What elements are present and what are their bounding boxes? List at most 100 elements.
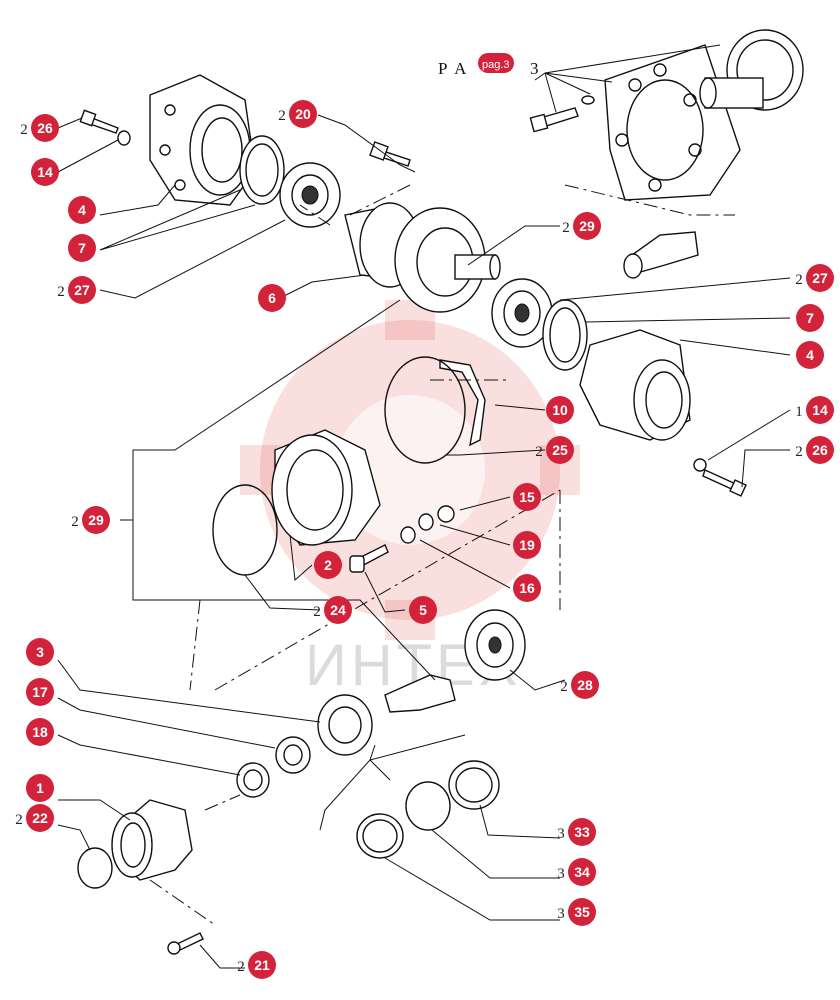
callout-badge[interactable] [796,304,824,332]
callout-badge[interactable] [26,678,54,706]
callout-1[interactable]: 1 [26,774,54,802]
callout-badge[interactable] [26,774,54,802]
callout-number[interactable]: 10 [552,402,568,418]
callout-number[interactable]: 7 [806,310,814,326]
callout-18[interactable]: 18 [26,718,54,746]
callout-badge[interactable] [26,638,54,666]
callout-badge[interactable] [409,596,437,624]
reference-badge-text[interactable]: pag.3 [482,59,510,71]
callout-number[interactable]: 19 [519,537,535,553]
callout-badge[interactable] [571,671,599,699]
callout-badge[interactable] [806,264,834,292]
spacer-ring-34 [405,781,451,831]
callout-number[interactable]: 22 [32,810,48,826]
callout-number[interactable]: 6 [268,290,276,306]
reference-badge[interactable] [478,53,514,73]
callout-badge[interactable] [513,574,541,602]
callout-number[interactable]: 33 [574,824,590,840]
callout-number[interactable]: 14 [37,164,53,180]
callout-badge[interactable] [573,212,601,240]
callout-7[interactable]: 7 [68,234,96,262]
callout-badge[interactable] [31,114,59,142]
callout-badge[interactable] [289,100,317,128]
callout-number[interactable]: 28 [577,677,593,693]
callout-14[interactable]: 14 [31,158,59,186]
callout-badge[interactable] [68,276,96,304]
callout-number[interactable]: 27 [812,270,828,286]
callout-number[interactable]: 25 [552,442,568,458]
callout-badge[interactable] [546,436,574,464]
callout-5[interactable]: 5 [409,596,437,624]
callout-15[interactable]: 15 [513,483,541,511]
callout-badge[interactable] [513,531,541,559]
callout-badge[interactable] [68,234,96,262]
callout-7[interactable]: 7 [796,304,824,332]
callout-badge[interactable] [568,858,596,886]
callout-badge[interactable] [31,158,59,186]
callout-number[interactable]: 4 [806,347,814,363]
callout-19[interactable]: 19 [513,531,541,559]
callout-4[interactable]: 4 [796,341,824,369]
callout-number[interactable]: 4 [78,202,86,218]
callout-badge[interactable] [513,483,541,511]
callout-number[interactable]: 35 [574,904,590,920]
callout-2[interactable]: 2 [314,551,342,579]
callout-badge[interactable] [568,818,596,846]
callout-number[interactable]: 26 [37,120,53,136]
callout-badge[interactable] [26,804,54,832]
callout-number[interactable]: 24 [330,602,346,618]
callout-number[interactable]: 21 [254,957,270,973]
callout-16[interactable]: 16 [513,574,541,602]
callout-10[interactable]: 10 [546,396,574,424]
callout-number[interactable]: 34 [574,864,590,880]
callout-badge[interactable] [26,718,54,746]
callout-badge[interactable] [546,396,574,424]
callout-badge[interactable] [82,506,110,534]
callout-number[interactable]: 29 [88,512,104,528]
assembly-axis-lines [149,184,735,926]
callout-badge[interactable] [806,396,834,424]
callout-number[interactable]: 3 [36,644,44,660]
callout-6[interactable]: 6 [258,284,286,312]
callout-number[interactable]: 2 [324,557,332,573]
callout-number[interactable]: 15 [519,489,535,505]
callout-badge[interactable] [248,951,276,979]
callout-badge[interactable] [324,596,352,624]
callout-number[interactable]: 1 [36,780,44,796]
callout-3[interactable]: 3 [26,638,54,666]
callout-number[interactable]: 17 [32,684,48,700]
callout-4[interactable]: 4 [68,196,96,224]
callout-badge[interactable] [314,551,342,579]
callout-17[interactable]: 17 [26,678,54,706]
callout-number[interactable]: 20 [295,106,311,122]
callout-badge[interactable] [258,284,286,312]
callout-number[interactable]: 27 [74,282,90,298]
callout-number[interactable]: 18 [32,724,48,740]
callout-badge[interactable] [796,341,824,369]
callout-number[interactable]: 26 [812,442,828,458]
callout-number[interactable]: 5 [419,602,427,618]
callout-badge[interactable] [806,436,834,464]
callout-number[interactable]: 16 [519,580,535,596]
callout-number[interactable]: 14 [812,402,828,418]
callout-badge[interactable] [568,898,596,926]
callout-number[interactable]: 7 [78,240,86,256]
callout-number[interactable]: 29 [579,218,595,234]
callout-badge[interactable] [68,196,96,224]
